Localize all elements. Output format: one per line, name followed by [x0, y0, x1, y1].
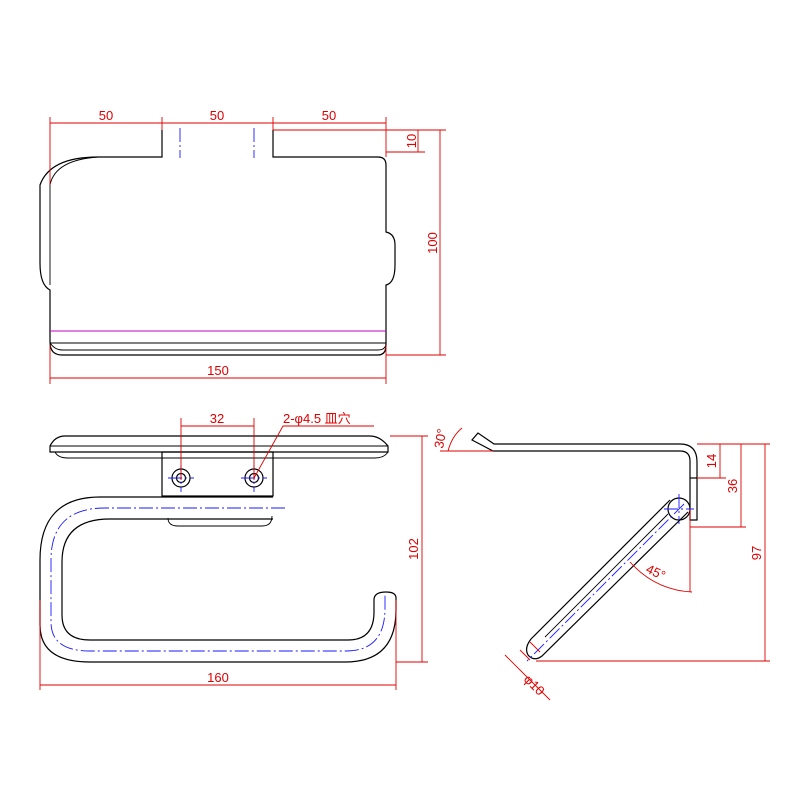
- dim-label-middle-width: 50: [210, 108, 224, 123]
- dim-label-height: 102: [406, 538, 421, 560]
- mounting-bracket: [161, 451, 274, 497]
- cover-plate-rounded-edge: [49, 342, 387, 351]
- dim-label-notch-depth: 10: [404, 134, 419, 148]
- dim-label-depth: 100: [425, 232, 440, 254]
- dim-label-lip-angle: 30°: [431, 428, 449, 450]
- dim-label-left-width: 50: [99, 108, 113, 123]
- side-holder-arm: [525, 499, 689, 660]
- bracket-lower-tab: [167, 515, 273, 527]
- dim-45-arc: [629, 561, 693, 593]
- dim-label-front-width: 160: [207, 670, 229, 685]
- hole-note-leader: [253, 425, 374, 479]
- cover-plate-inner-edge: [49, 156, 99, 285]
- dim-lip-angle-arc: [447, 427, 463, 452]
- dim-rod-tick-1: [519, 649, 531, 661]
- dim-label-total-height: 97: [749, 546, 764, 560]
- hole-note: 2-φ4.5 皿穴: [283, 411, 351, 426]
- side-arm-centerline: [526, 503, 685, 662]
- dim-label-pivot-offset: 36: [725, 479, 740, 493]
- holder-rod-centerline: [50, 507, 386, 652]
- dim-label-total-width: 150: [207, 363, 229, 378]
- dim-label-arm-angle: 45°: [644, 561, 668, 583]
- cover-plate-outline: [39, 130, 396, 356]
- front-cover-plate-lower-lip: [54, 451, 389, 459]
- side-view: 30° 14 36 97 45° φ10: [431, 427, 770, 701]
- dim-label-hole-spacing: 32: [210, 411, 224, 426]
- dim-label-right-width: 50: [322, 108, 336, 123]
- top-view: 50 50 50 10 100 150: [39, 108, 446, 384]
- dim-rod-tick-2: [529, 641, 541, 653]
- dim-rod-leader: [504, 654, 551, 701]
- front-view: 32 2-φ4.5 皿穴 102 160: [39, 411, 428, 690]
- dim-label-top-offset: 14: [704, 454, 719, 468]
- front-cover-plate: [49, 435, 389, 453]
- holder-rod-outer: [39, 496, 397, 663]
- side-arm-inner-edge: [544, 513, 669, 638]
